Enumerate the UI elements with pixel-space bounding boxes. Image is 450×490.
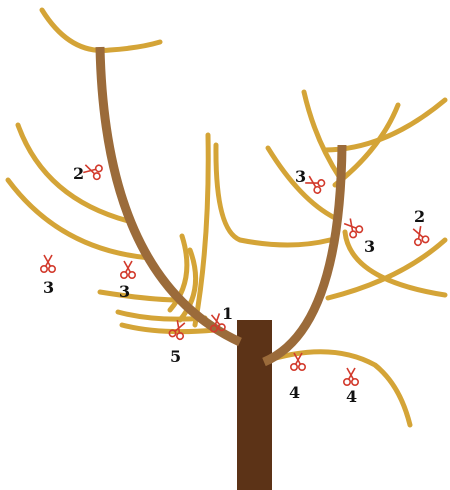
scissors-icon bbox=[41, 255, 55, 272]
cut-label: 4 bbox=[289, 383, 300, 402]
shoot-right-top bbox=[325, 100, 445, 150]
cut-label: 3 bbox=[295, 167, 306, 186]
shoot-right-bottom bbox=[262, 352, 410, 425]
cut-label: 3 bbox=[119, 282, 130, 301]
cut-label: 5 bbox=[170, 347, 181, 366]
shoot-right-1 bbox=[304, 92, 340, 178]
cut-label: 2 bbox=[73, 164, 84, 183]
cut-label: 2 bbox=[414, 207, 425, 226]
scissors-icon bbox=[344, 368, 358, 385]
shoot-top-left bbox=[42, 10, 160, 51]
scissors-icon bbox=[410, 225, 429, 246]
shoot-center-1 bbox=[195, 135, 208, 325]
shoot-left-5 bbox=[122, 325, 215, 332]
cut-label: 1 bbox=[222, 304, 233, 323]
trunk bbox=[237, 320, 272, 490]
scissors-icon bbox=[121, 261, 135, 278]
scissors-icon bbox=[304, 173, 326, 194]
shoot-right-lower bbox=[345, 232, 445, 295]
cut-label: 3 bbox=[364, 237, 375, 256]
cut-label: 3 bbox=[43, 278, 54, 297]
cut-label: 4 bbox=[346, 387, 357, 406]
shoots bbox=[8, 10, 445, 425]
scissors-icon bbox=[82, 162, 102, 180]
